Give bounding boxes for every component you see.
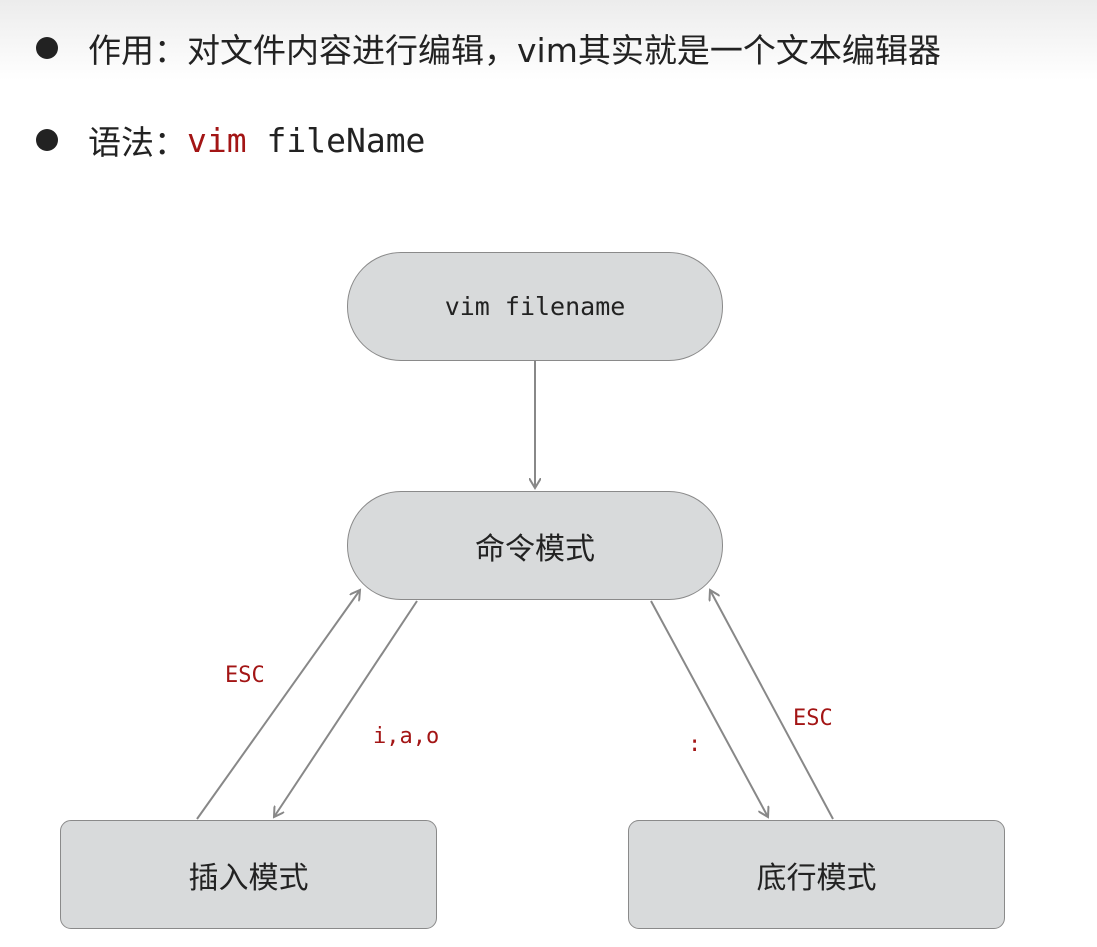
edge-insert-to-command [196, 590, 360, 820]
edge-command-to-insert [274, 600, 418, 817]
edge-label-esc-insert: ESC [225, 663, 265, 688]
node-last-line-mode: 底行模式 [628, 820, 1005, 929]
syntax-argument: fileName [266, 120, 426, 160]
node-command-mode: 命令模式 [347, 491, 723, 600]
header-band [0, 0, 1097, 80]
bullet-dot-icon [36, 37, 58, 59]
syntax-command: vim [187, 120, 247, 160]
bullet-dot-icon [36, 129, 58, 151]
bullet-text: 对文件内容进行编辑，vim其实就是一个文本编辑器 [187, 31, 941, 70]
bullet-label: 语法： [88, 123, 187, 162]
bullet-purpose: 作用： 对文件内容进行编辑，vim其实就是一个文本编辑器 [36, 24, 941, 72]
edge-command-to-last-line [650, 600, 768, 817]
node-insert-mode: 插入模式 [60, 820, 437, 929]
edge-label-colon: : [688, 732, 702, 757]
node-vim-filename: vim filename [347, 252, 723, 361]
edge-label-iao: i,a,o [373, 724, 440, 749]
bullet-label: 作用： [88, 31, 187, 70]
edge-label-esc-last-line: ESC [793, 706, 833, 731]
bullet-syntax: 语法： vim fileName [36, 116, 425, 164]
edge-last-line-to-command [710, 590, 834, 820]
